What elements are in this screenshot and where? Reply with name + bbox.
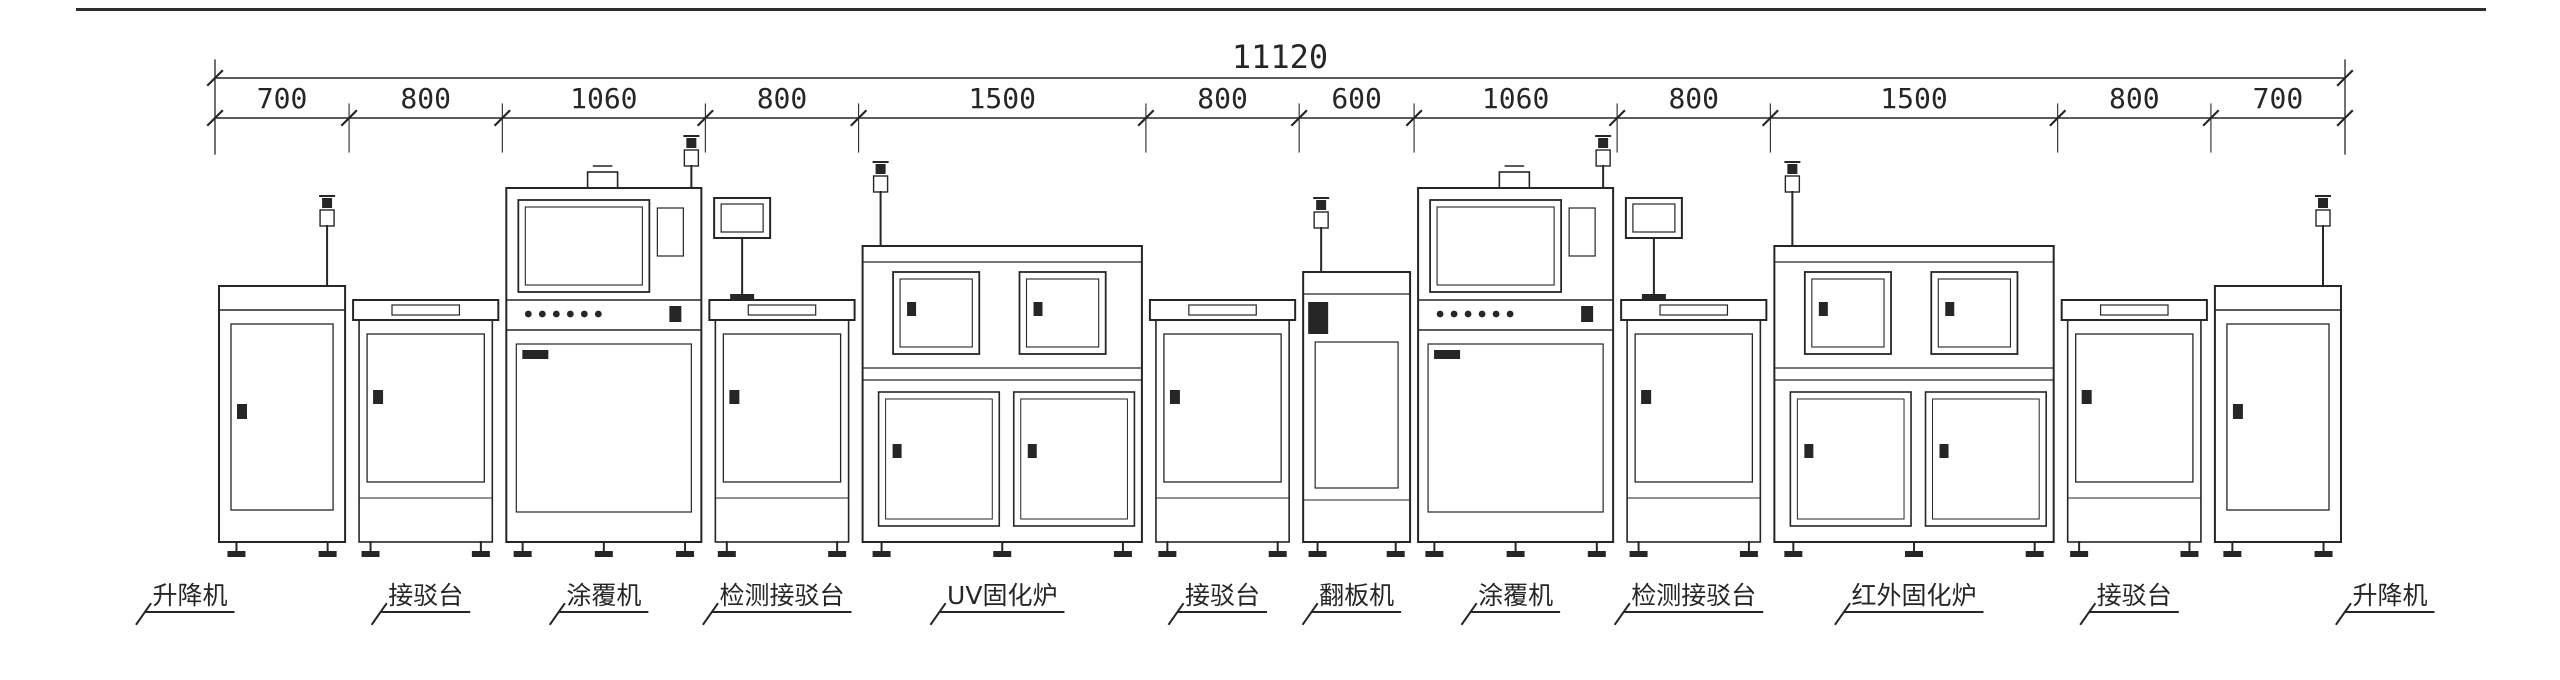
machine-label: 升降机	[2352, 581, 2427, 610]
machine-conveyor-2: 接驳台	[352, 299, 500, 626]
machine-coater-8: 涂覆机	[1417, 135, 1615, 626]
page-top-border	[76, 8, 2486, 11]
machine-label: 检测接驳台	[719, 581, 844, 610]
machine-oven-10: 红外固化炉	[1773, 161, 2055, 626]
machine-label: 涂覆机	[566, 581, 641, 610]
machine-lifter-1: 升降机	[135, 195, 347, 626]
machine-label: 接驳台	[388, 581, 463, 610]
machine-label: UV固化炉	[947, 581, 1057, 610]
machine-label: 翻板机	[1319, 581, 1394, 610]
dimension-segment: 700	[2253, 82, 2304, 115]
machine-inspect-4: 检测接驳台	[702, 197, 856, 626]
dimension-segment: 800	[1197, 82, 1248, 115]
dimension-segment: 1500	[1880, 82, 1947, 115]
machine-flipper-7: 翻板机	[1301, 197, 1412, 626]
machine-label: 接驳台	[2097, 581, 2172, 610]
dimension-layer: 11120 700 800 1060 800 1500 800 600 1060 800 1500 8…	[206, 38, 2354, 155]
dimension-segment: 1500	[969, 82, 1036, 115]
machine-conveyor-11: 接驳台	[2060, 299, 2208, 626]
machine-lifter-12: 升降机	[2213, 195, 2435, 626]
dimension-segment: 800	[1668, 82, 1719, 115]
dimension-segment: 800	[400, 82, 451, 115]
dimension-segment: 600	[1331, 82, 1382, 115]
dimension-segment: 800	[757, 82, 808, 115]
machine-label: 升降机	[153, 581, 228, 610]
machine-inspect-9: 检测接驳台	[1613, 197, 1768, 626]
dimension-total: 11120	[1232, 38, 1328, 76]
dimension-segment: 1060	[1482, 82, 1549, 115]
machine-label: 红外固化炉	[1852, 581, 1977, 610]
dimension-segment: 1060	[570, 82, 637, 115]
machine-conveyor-6: 接驳台	[1148, 299, 1297, 626]
dimension-segment: 700	[257, 82, 308, 115]
machine-label: 检测接驳台	[1631, 581, 1756, 610]
dimension-segment: 800	[2109, 82, 2160, 115]
machine-label: 涂覆机	[1478, 581, 1553, 610]
machine-oven-5: UV固化炉	[861, 161, 1143, 626]
machine-label: 接驳台	[1185, 581, 1260, 610]
machine-coater-3: 涂覆机	[505, 135, 703, 626]
